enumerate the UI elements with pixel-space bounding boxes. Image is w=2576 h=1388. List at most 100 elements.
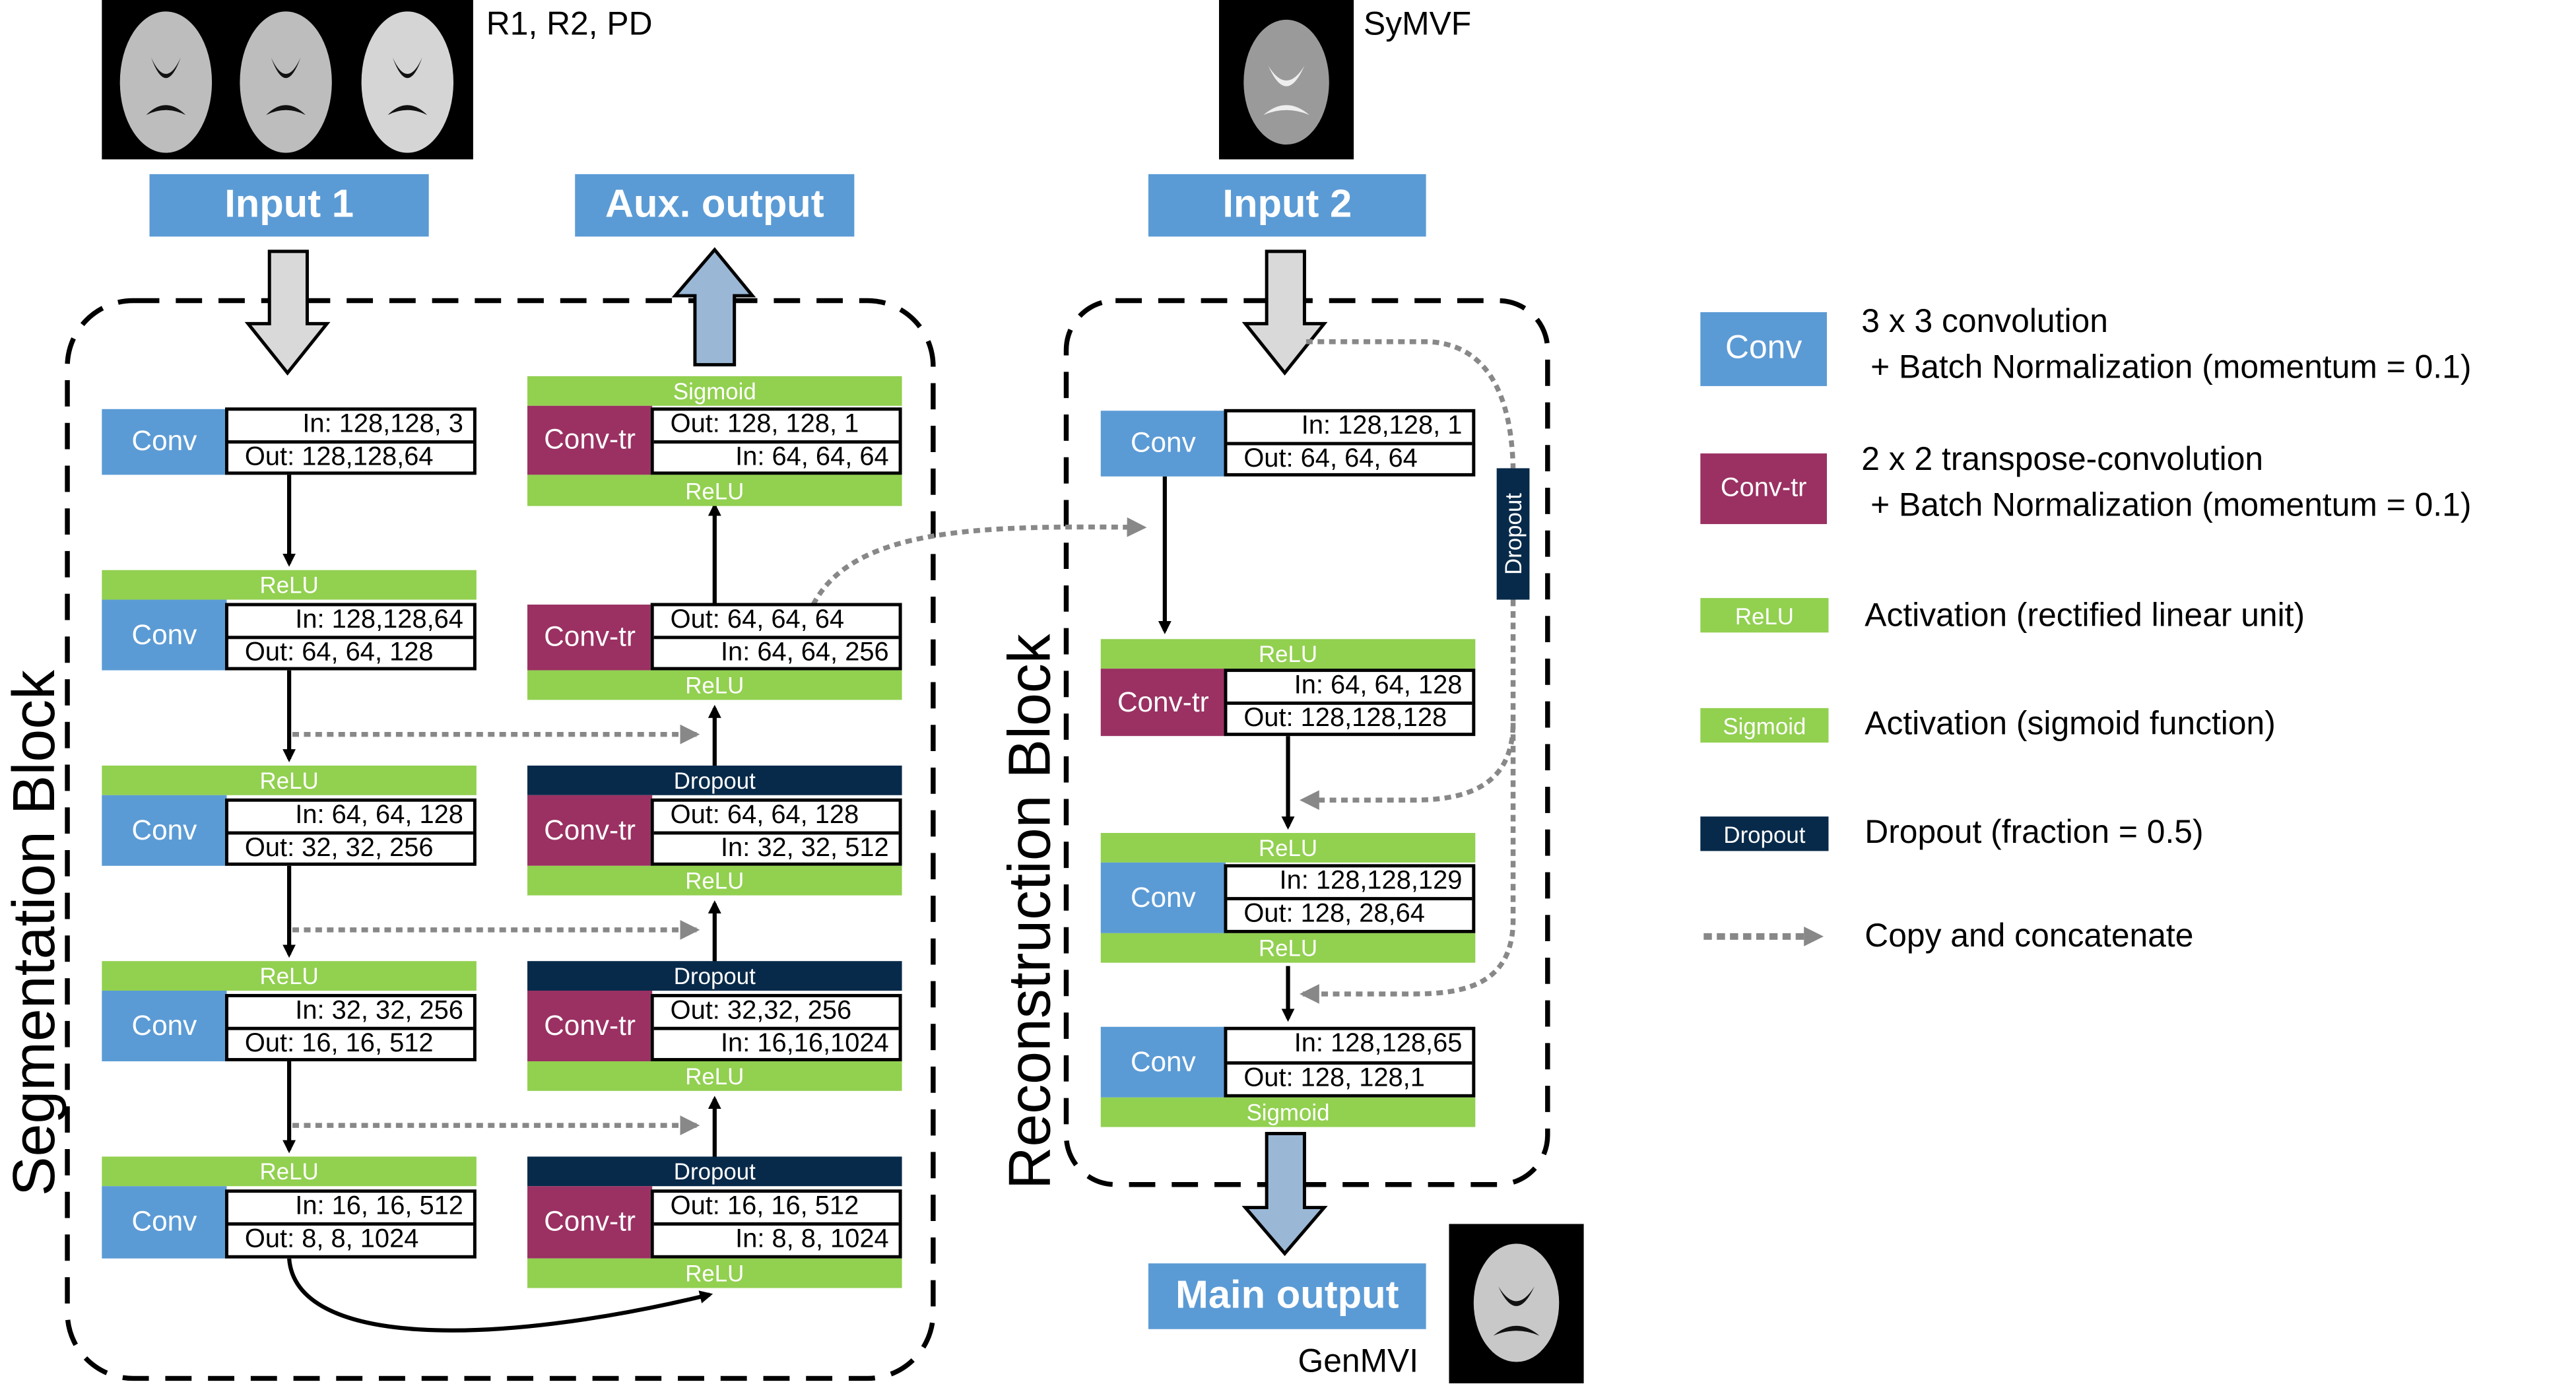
decoder-relu-3: ReLU	[527, 865, 902, 896]
legend-swatch-sigmoid: Sigmoid	[1700, 708, 1829, 743]
out-shape: Out: 64, 64, 64	[1243, 445, 1418, 473]
main-output-caption: GenMVI	[1298, 1344, 1419, 1380]
in-shape: In: 128,128,64	[228, 607, 473, 640]
legend-swatch-dropout: Dropout	[1700, 816, 1829, 851]
in-shape: In: 32, 32, 512	[720, 834, 889, 863]
decoder-convtr-4: Conv-tr	[527, 990, 653, 1062]
rec-dims-4: In: 128,128,65 Out: 128, 128,1	[1224, 1026, 1476, 1098]
input1-arrow	[244, 249, 331, 376]
main-output-brain-image	[1449, 1224, 1584, 1383]
legend-text-convtr: 2 x 2 transpose-convolution + Batch Norm…	[1861, 442, 2472, 525]
decoder-sigmoid-1: Sigmoid	[527, 376, 902, 406]
encoder-conv-1: Conv	[102, 409, 227, 475]
decoder-relu-2: ReLU	[527, 670, 902, 700]
decoder-convtr-1: Conv-tr	[527, 405, 653, 475]
encoder-conv-3: Conv	[102, 795, 227, 866]
encoder-relu-4: ReLU	[102, 961, 477, 991]
encoder-relu-2: ReLU	[102, 570, 477, 600]
decoder-convtr-2: Conv-tr	[527, 605, 653, 671]
input2-label: Input 2	[1148, 174, 1426, 237]
in-shape: In: 128,128,65	[1227, 1030, 1472, 1064]
main-output-label: Main output	[1148, 1263, 1426, 1329]
decoder-dropout-4: Dropout	[527, 961, 902, 991]
legend-text-dropout: Dropout (fraction = 0.5)	[1865, 814, 2204, 851]
out-shape: Out: 128, 128, 1	[653, 411, 899, 444]
rec-dims-1: In: 128,128, 1 Out: 64, 64, 64	[1224, 409, 1476, 477]
rec-conv-1: Conv	[1100, 411, 1226, 477]
in-shape: In: 8, 8, 1024	[735, 1225, 889, 1254]
out-shape: Out: 64, 64, 128	[244, 639, 434, 667]
decoder-dims-3: Out: 64, 64, 128 In: 32, 32, 512	[650, 798, 902, 866]
out-shape: Out: 32,32, 256	[653, 997, 899, 1030]
out-shape: Out: 128,128,128	[1243, 704, 1447, 733]
aux-output-arrow	[671, 247, 756, 367]
input2-caption: SyMVF	[1364, 6, 1472, 43]
out-shape: Out: 128, 28,64	[1243, 900, 1425, 929]
in-shape: In: 64, 64, 128	[1227, 672, 1472, 705]
in-shape: In: 64, 64, 256	[720, 639, 889, 667]
encoder-dims-2: In: 128,128,64 Out: 64, 64, 128	[225, 603, 477, 671]
encoder-conv-4: Conv	[102, 990, 227, 1062]
in-shape: In: 16, 16, 512	[228, 1193, 473, 1226]
out-shape: Out: 8, 8, 1024	[244, 1225, 419, 1254]
decoder-relu-1: ReLU	[527, 475, 902, 506]
legend-swatch-convtr: Conv-tr	[1700, 453, 1827, 525]
out-shape: Out: 128, 128,1	[1243, 1064, 1425, 1092]
encoder-relu-5: ReLU	[102, 1156, 477, 1187]
encoder-dims-1: In: 128,128, 3 Out: 128,128,64	[225, 407, 477, 475]
rec-relu-2: ReLU	[1100, 639, 1476, 669]
decoder-convtr-5: Conv-tr	[527, 1186, 653, 1259]
rec-sigmoid-4: Sigmoid	[1100, 1097, 1476, 1127]
decoder-dims-4: Out: 32,32, 256 In: 16,16,1024	[650, 993, 902, 1062]
legend-text-sigmoid: Activation (sigmoid function)	[1865, 706, 2276, 743]
out-shape: Out: 64, 64, 128	[653, 802, 899, 835]
out-shape: Out: 64, 64, 64	[653, 607, 899, 640]
decoder-dims-2: Out: 64, 64, 64 In: 64, 64, 256	[650, 603, 902, 671]
input2-arrow	[1241, 249, 1328, 376]
legend-text-conv: 3 x 3 convolution + Batch Normalization …	[1861, 304, 2472, 386]
encoder-conv-2: Conv	[102, 599, 227, 671]
cross-block-skip	[810, 517, 1147, 606]
input1-brain-images	[102, 0, 473, 160]
out-shape: Out: 32, 32, 256	[244, 834, 434, 863]
aux-output-label: Aux. output	[575, 174, 855, 237]
out-shape: Out: 128,128,64	[244, 444, 434, 472]
encoder-relu-3: ReLU	[102, 765, 477, 795]
rec-relu-3-top: ReLU	[1100, 833, 1476, 863]
encoder-dims-3: In: 64, 64, 128 Out: 32, 32, 256	[225, 798, 477, 866]
main-output-arrow	[1241, 1132, 1328, 1257]
decoder-dropout-3: Dropout	[527, 765, 902, 795]
legend-swatch-conv: Conv	[1700, 312, 1827, 386]
rec-conv-3: Conv	[1100, 862, 1226, 933]
in-shape: In: 64, 64, 64	[735, 444, 889, 472]
legend-text-copy: Copy and concatenate	[1865, 918, 2194, 955]
rec-dims-2: In: 64, 64, 128 Out: 128,128,128	[1224, 669, 1476, 737]
rec-side-dropout-label: Dropout	[1500, 492, 1527, 575]
in-shape: In: 128,128, 1	[1227, 413, 1472, 446]
in-shape: In: 32, 32, 256	[228, 997, 473, 1030]
decoder-convtr-3: Conv-tr	[527, 795, 653, 866]
in-shape: In: 64, 64, 128	[228, 802, 473, 835]
encoder-conv-5: Conv	[102, 1186, 227, 1259]
legend-swatch-relu: ReLU	[1700, 598, 1829, 633]
segmentation-block-title: Segmentation Block	[0, 670, 68, 1197]
in-shape: In: 16,16,1024	[720, 1030, 889, 1059]
rec-side-dropout: Dropout	[1496, 468, 1530, 600]
decoder-relu-5: ReLU	[527, 1258, 902, 1288]
reconstruction-block-title: Reconstruction Block	[995, 634, 1063, 1190]
rec-dims-3: In: 128,128,129 Out: 128, 28,64	[1224, 864, 1476, 933]
input1-label: Input 1	[149, 174, 429, 237]
decoder-dropout-5: Dropout	[527, 1156, 902, 1187]
decoder-dims-1: Out: 128, 128, 1 In: 64, 64, 64	[650, 407, 902, 475]
decoder-dims-5: Out: 16, 16, 512 In: 8, 8, 1024	[650, 1189, 902, 1259]
in-shape: In: 128,128, 3	[228, 411, 473, 444]
input2-brain-image	[1218, 0, 1354, 160]
out-shape: Out: 16, 16, 512	[653, 1193, 899, 1226]
encoder-dims-5: In: 16, 16, 512 Out: 8, 8, 1024	[225, 1189, 477, 1259]
rec-convtr-2: Conv-tr	[1100, 669, 1226, 737]
input1-caption: R1, R2, PD	[486, 6, 653, 43]
out-shape: Out: 16, 16, 512	[244, 1030, 434, 1059]
encoder-dims-4: In: 32, 32, 256 Out: 16, 16, 512	[225, 993, 477, 1062]
decoder-relu-4: ReLU	[527, 1061, 902, 1091]
